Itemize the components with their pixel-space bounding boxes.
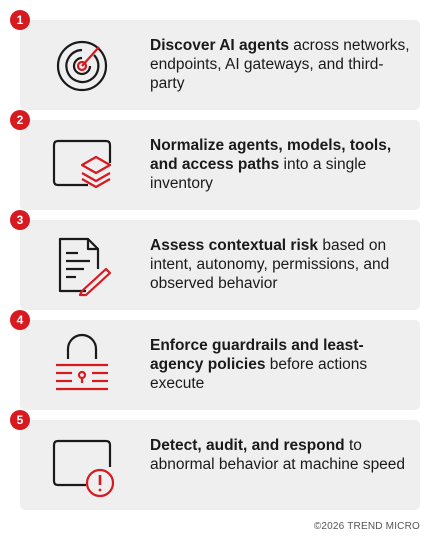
step-badge-4: 4 [10,310,30,330]
step-desc-5: to abnormal behavior at machine speed [150,437,406,473]
step-title-4: Enforce guardrails and least-agency poli… [150,337,364,373]
padlock-icon [50,333,114,397]
step-card-3: Assess contextual risk based on intent, … [20,220,420,310]
step-title-2: Normalize agents, models, tools, and acc… [150,137,392,173]
step-text-3: Assess contextual risk based on intent, … [150,236,410,293]
step-text-4: Enforce guardrails and least-agency poli… [150,336,410,393]
step-desc-1: across networks, endpoints, AI gateways,… [150,37,410,92]
step-desc-2: into a single inventory [150,156,367,192]
layered-window-icon [50,133,114,197]
window-alert-icon [50,433,114,497]
step-text-1: Discover AI agents across networks, endp… [150,36,410,93]
step-title-1: Discover AI agents [150,37,289,54]
step-badge-5: 5 [10,410,30,430]
document-pen-icon [50,233,114,297]
step-title-3: Assess contextual risk [150,237,319,254]
step-badge-3: 3 [10,210,30,230]
radar-target-icon [50,33,114,97]
step-badge-1: 1 [10,10,30,30]
copyright-footer: ©2026 TREND MICRO [313,521,420,532]
step-text-5: Detect, audit, and respond to abnormal b… [150,436,410,474]
step-desc-3: based on intent, autonomy, permissions, … [150,237,390,292]
step-card-2: Normalize agents, models, tools, and acc… [20,120,420,210]
step-card-5: Detect, audit, and respond to abnormal b… [20,420,420,510]
step-text-2: Normalize agents, models, tools, and acc… [150,136,410,193]
step-card-1: Discover AI agents across networks, endp… [20,20,420,110]
step-title-5: Detect, audit, and respond [150,437,345,454]
step-desc-4: before actions execute [150,356,368,392]
step-card-4: Enforce guardrails and least-agency poli… [20,320,420,410]
step-badge-2: 2 [10,110,30,130]
